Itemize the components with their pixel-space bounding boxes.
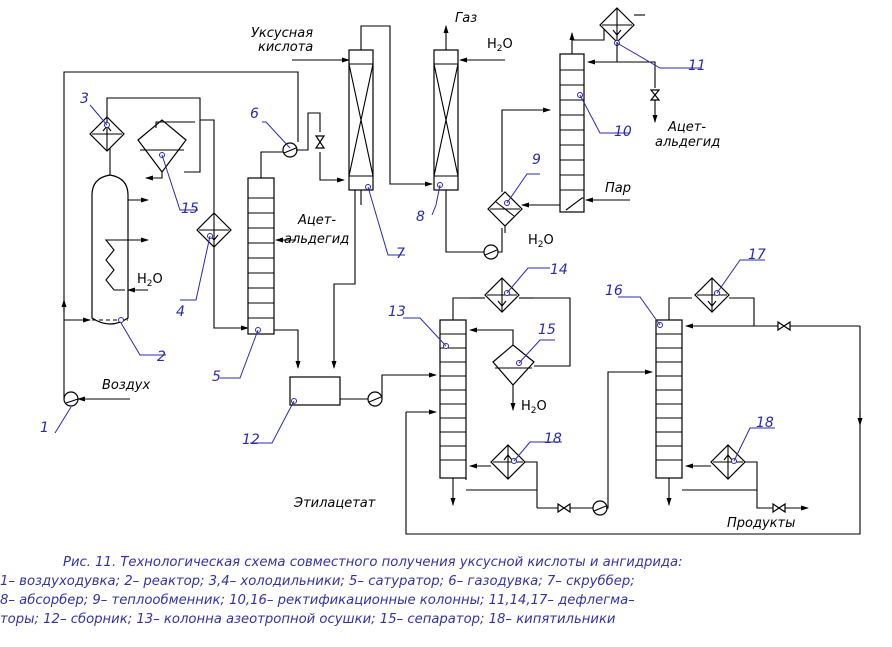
absorber-8 — [433, 49, 459, 191]
figure-caption: Рис. 11. Технологическая схема совместно… — [0, 553, 892, 629]
rectification-column-10 — [559, 53, 585, 213]
water-13-label: H2O — [521, 399, 547, 416]
valve-13-bottom — [557, 502, 571, 514]
tag-10: 10 — [614, 124, 632, 140]
tag-16: 16 — [605, 283, 623, 299]
tag-18-right: 18 — [756, 415, 774, 431]
azeotropic-column-13 — [439, 319, 467, 479]
heat-exchanger-9 — [487, 191, 523, 227]
separator-15-right — [492, 344, 535, 386]
tag-17: 17 — [748, 247, 766, 263]
tag-18-left: 18 — [544, 431, 562, 447]
saturator-5 — [247, 177, 275, 335]
tag-2: 2 — [157, 349, 166, 365]
tag-7: 7 — [396, 246, 405, 262]
acetaldehyde-mid-label-2: альдегид — [284, 232, 349, 247]
air-main-line — [63, 71, 299, 399]
air-label: Воздух — [102, 378, 150, 393]
acetic-acid-label-2: кислота — [258, 40, 313, 55]
tag-14: 14 — [550, 262, 568, 278]
gas-blower-6 — [282, 142, 298, 158]
caption-line-2: 1– воздуходувка; 2– реактор; 3,4– холоди… — [0, 574, 635, 589]
reboiler-18-right — [710, 444, 746, 480]
process-flow-diagram: Воздух H2O — [40, 7, 863, 535]
acetic-acid-label-1: Уксусная — [251, 26, 313, 41]
caption-line-4: торы; 12– сборник; 13– колонна азеотропн… — [0, 612, 616, 627]
acetaldehyde-top-label-1: Ацет- — [667, 120, 706, 135]
valve-16-top — [777, 320, 791, 332]
tag-3: 3 — [80, 91, 89, 107]
products-label: Продукты — [727, 516, 795, 531]
scrubber-7 — [348, 49, 374, 191]
cooler-4 — [196, 212, 232, 248]
pump-12 — [367, 391, 383, 407]
dephlegmator-14 — [484, 277, 520, 313]
steam-label: Пар — [605, 181, 631, 196]
acetaldehyde-mid-label-1: Ацет- — [297, 213, 336, 228]
tag-15-left: 15 — [181, 201, 199, 217]
valve-6-7 — [314, 135, 326, 149]
collector-12 — [289, 376, 341, 406]
tag-8: 8 — [416, 209, 425, 225]
tag-1: 1 — [40, 420, 49, 436]
caption-line-3: 8– абсорбер; 9– теплообменник; 10,16– ре… — [0, 593, 635, 608]
water-9-label: H2O — [528, 233, 554, 250]
acetaldehyde-top-label-2: альдегид — [655, 135, 720, 150]
tag-4: 4 — [176, 304, 185, 320]
caption-line-1: Рис. 11. Технологическая схема совместно… — [63, 555, 683, 570]
cooler-3 — [89, 116, 125, 152]
water-8-label: H2O — [487, 37, 513, 54]
reactor-2 — [91, 174, 149, 325]
ethyl-acetate-label: Этилацетат — [293, 496, 376, 511]
tag-12: 12 — [242, 432, 260, 448]
gas-label: Газ — [455, 11, 477, 26]
reboiler-18-left — [490, 444, 526, 480]
valve-products — [772, 502, 786, 514]
rectification-column-16 — [655, 319, 683, 479]
tag-9: 9 — [532, 152, 541, 168]
dephlegmator-11 — [599, 7, 635, 46]
tag-15-right: 15 — [538, 322, 556, 338]
tag-5: 5 — [212, 369, 221, 385]
water-2-label: H2O — [137, 272, 163, 289]
tag-11: 11 — [688, 58, 706, 74]
blower-1 — [63, 391, 79, 407]
separator-15-left — [137, 119, 187, 173]
pump-13 — [592, 500, 608, 516]
tag-6: 6 — [250, 106, 259, 122]
tag-13: 13 — [388, 304, 406, 320]
valve-11 — [649, 89, 661, 101]
pump-8 — [483, 244, 499, 260]
leader-lines — [54, 42, 775, 462]
